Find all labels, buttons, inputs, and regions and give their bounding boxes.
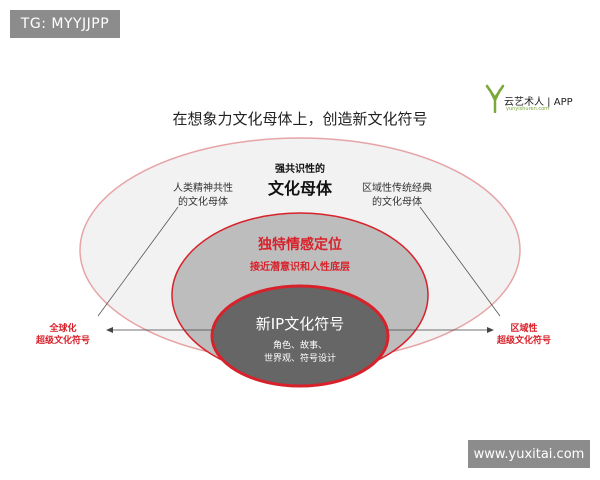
right-arrow-icon	[487, 327, 494, 333]
page-headline: 在想象力文化母体上，创造新文化符号	[172, 110, 428, 128]
watermark-bottom: www.yuxitai.com	[468, 440, 590, 468]
left-note-line-1: 人类精神共性	[173, 183, 233, 194]
right-diagonal-line	[419, 206, 501, 317]
right-note-line-2: 的文化母体	[372, 197, 422, 208]
left-label: 全球化 超级文化符号	[28, 323, 98, 347]
outer-title: 文化母体	[267, 179, 332, 198]
left-arrow-icon	[106, 327, 113, 333]
inner-ellipse	[210, 284, 390, 388]
logo-subtext: yunyishuren.com	[506, 106, 550, 112]
app-logo: 云艺术人 | APP yunyishuren.com	[484, 83, 584, 117]
left-label-line-1: 全球化	[49, 324, 77, 334]
right-note: 区域性传统经典 的文化母体	[338, 182, 456, 210]
y-shaped-green-logo-icon	[485, 84, 505, 113]
middle-title: 独特情感定位	[258, 237, 342, 253]
watermark-top: TG: MYYJJPP	[10, 10, 120, 38]
right-label: 区域性 超级文化符号	[488, 323, 560, 347]
inner-items-line-2: 世界观、符号设计	[263, 354, 336, 364]
right-note-line-1: 区域性传统经典	[362, 183, 432, 194]
middle-subtitle: 接近潜意识和人性底层	[250, 262, 350, 273]
inner-items-line-1: 角色、故事、	[272, 341, 327, 351]
left-note-line-2: 的文化母体	[178, 197, 228, 208]
inner-title: 新IP文化符号	[255, 315, 345, 333]
left-label-line-2: 超级文化符号	[35, 336, 90, 346]
outer-kicker: 强共识性的	[275, 164, 325, 175]
logo-text: 云艺术人 | APP	[504, 97, 573, 108]
left-diagonal-line	[97, 206, 179, 317]
right-label-line-1: 区域性	[510, 324, 538, 334]
left-note: 人类精神共性 的文化母体	[148, 182, 258, 210]
right-label-line-2: 超级文化符号	[496, 336, 551, 346]
